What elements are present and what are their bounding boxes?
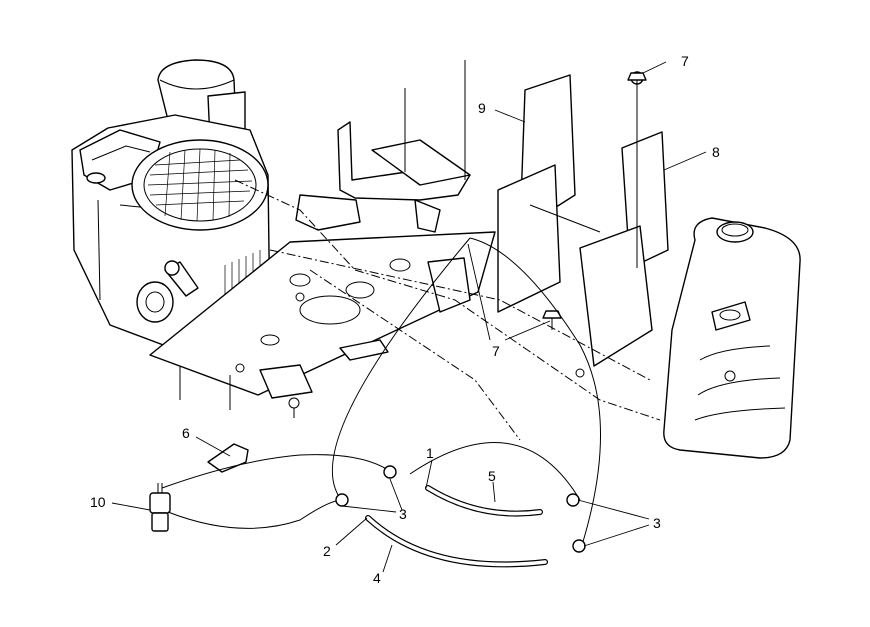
callout-6: 6 xyxy=(182,425,190,441)
bolt-7-upper xyxy=(627,72,647,90)
callout-5: 5 xyxy=(488,468,496,484)
fuel-tank xyxy=(663,217,801,459)
callout-7-lower: 7 xyxy=(492,343,500,359)
screen-grille xyxy=(147,148,253,222)
hose-4 xyxy=(365,515,548,568)
fuel-filter-10 xyxy=(149,483,171,532)
heat-shield-8 xyxy=(575,71,669,378)
callout-10: 10 xyxy=(90,494,106,510)
mounting-plate xyxy=(149,231,496,410)
callout-7-upper: 7 xyxy=(681,53,689,69)
callout-9: 9 xyxy=(478,100,486,116)
pump-bracket xyxy=(259,194,471,418)
callout-labels: 1 2 3 3 4 5 6 7 7 8 9 10 xyxy=(90,53,720,586)
clamp-3 xyxy=(335,465,586,553)
callout-4: 4 xyxy=(373,570,381,586)
callout-2: 2 xyxy=(323,543,331,559)
engine xyxy=(71,59,271,398)
leader-lines xyxy=(111,61,707,573)
callout-3-right: 3 xyxy=(653,515,661,531)
callout-1: 1 xyxy=(426,445,434,461)
callout-8: 8 xyxy=(712,144,720,160)
callout-3-left: 3 xyxy=(399,506,407,522)
hose-5 xyxy=(425,485,543,517)
heat-shield-9 xyxy=(497,74,601,313)
bolt-7-lower xyxy=(542,310,562,330)
tank-bracket xyxy=(337,60,471,233)
fuel-hoses xyxy=(161,179,661,546)
